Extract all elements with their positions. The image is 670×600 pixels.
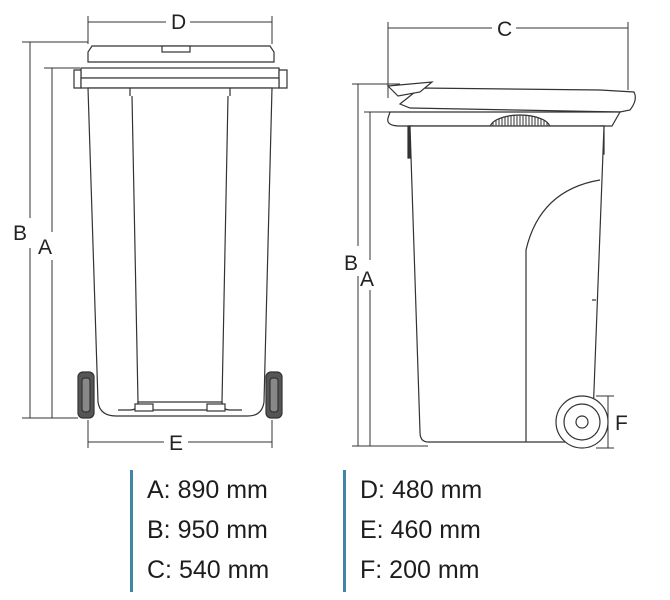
dim-label-side-c: C: [497, 18, 512, 41]
front-body: [87, 87, 273, 417]
spec-b: B: 950 mm: [147, 516, 268, 544]
spec-a: A: 890 mm: [147, 476, 268, 504]
side-dimension-lines: [352, 22, 629, 449]
dim-label-side-b: B: [344, 252, 358, 275]
side-lid: [398, 87, 636, 113]
bin-dimension-diagram: D B A E: [13, 11, 636, 455]
dim-label-side-f: F: [615, 412, 628, 435]
front-lid-handle: [161, 45, 191, 53]
front-view: [73, 45, 288, 419]
spec-column-left: A: 890 mm B: 950 mm C: 540 mm: [130, 470, 269, 592]
front-dimension-lines: [22, 16, 273, 448]
side-body: [409, 125, 605, 443]
spec-table: A: 890 mm B: 950 mm C: 540 mm D: 480 mm …: [130, 470, 550, 592]
dim-label-front-d: D: [171, 11, 186, 34]
spec-d: D: 480 mm: [360, 476, 483, 504]
spec-column-right: D: 480 mm E: 460 mm F: 200 mm: [343, 470, 482, 592]
dim-label-front-a: A: [38, 236, 52, 259]
dim-label-side-a: A: [360, 268, 374, 291]
side-view: [386, 81, 636, 449]
spec-f: F: 200 mm: [360, 556, 480, 584]
front-lid-rim: [80, 67, 280, 79]
front-lid-top: [87, 45, 275, 63]
spec-c: C: 540 mm: [147, 556, 270, 584]
spec-e: E: 460 mm: [360, 516, 481, 544]
dim-label-front-e: E: [169, 432, 183, 455]
dim-label-front-b: B: [13, 222, 27, 245]
